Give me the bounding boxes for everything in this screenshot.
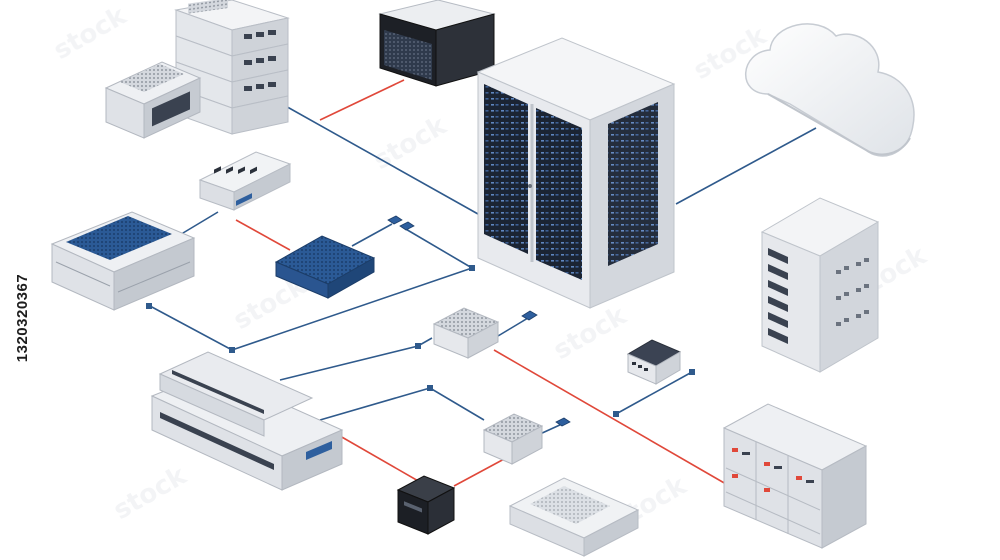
rack-switch-icon[interactable] [150, 351, 344, 491]
modem-icon[interactable] [274, 235, 376, 299]
link-appliance-to-port [497, 317, 529, 337]
svg-text:stock: stock [369, 110, 453, 176]
nas-icon[interactable] [378, 0, 496, 87]
appliance-icon[interactable] [432, 307, 500, 359]
storage-array-icon[interactable] [722, 403, 868, 549]
cube-pc-icon[interactable] [396, 475, 456, 535]
link-cube-to-mini-red [453, 457, 507, 487]
flat-box-icon[interactable] [508, 477, 640, 557]
cloud-icon[interactable] [744, 23, 915, 157]
link-stack-to-rack [281, 103, 479, 215]
link-mini-to-port [539, 423, 563, 435]
link-nas-red [319, 79, 405, 121]
plug-connectors [387, 215, 571, 427]
svg-text:stock: stock [49, 0, 133, 66]
link-rack-to-cloud [675, 127, 817, 205]
link-switch-to-modem-red [235, 219, 291, 251]
link-rack-switch-to-appliance [279, 337, 433, 381]
link-modem-up [351, 223, 393, 247]
hub-icon[interactable] [626, 339, 682, 385]
stock-image-id: 1320320367 [14, 273, 31, 363]
switch-icon[interactable] [198, 151, 292, 211]
link-storage-to-hub [615, 371, 693, 415]
link-rack-switch-to-cube-red [339, 435, 421, 483]
svg-text:stock: stock [109, 460, 193, 526]
tower-server-icon[interactable] [760, 197, 880, 373]
link-modem-to-port [403, 227, 473, 269]
svg-text:stock: stock [549, 300, 633, 366]
link-appliance-to-storage-red [493, 349, 727, 485]
link-switch-stack-to-mini [319, 387, 485, 421]
link-switch-to-router [177, 211, 219, 237]
storage-box-icon[interactable] [104, 61, 202, 139]
rack-cabinet-icon[interactable] [476, 37, 676, 309]
mini-router-icon[interactable] [482, 413, 544, 465]
router-icon[interactable] [50, 211, 196, 311]
